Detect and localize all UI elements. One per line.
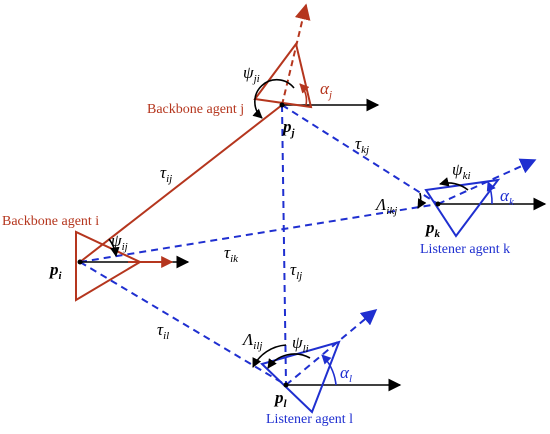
- angle-arc-alpha-j: [299, 83, 310, 106]
- position-label-k: pk: [424, 218, 441, 240]
- link-ij: [79, 104, 283, 263]
- label-tau-ij: τij: [160, 163, 172, 185]
- label-tau-ik: τik: [224, 243, 239, 265]
- agent-k-triangle: [424, 178, 501, 238]
- position-label-i: pi: [48, 260, 63, 282]
- label-tau-il: τil: [157, 320, 169, 342]
- agent-j-triangle: [253, 41, 313, 109]
- angle-arc-lambda-ikj: [417, 192, 427, 209]
- link-il: [79, 261, 287, 386]
- link-kj: [281, 104, 439, 205]
- angle-arc-psi-ij: [108, 238, 120, 257]
- label-psi-ij: ψij: [111, 231, 128, 253]
- point-l: [283, 382, 289, 388]
- agent-l-triangle: [260, 340, 341, 414]
- angle-arc-psi-ji: [252, 78, 295, 119]
- link-lj: [281, 104, 287, 386]
- label-alpha-j: αj: [320, 79, 332, 101]
- angle-arc-psi-ki: [439, 177, 469, 191]
- label-tau-lj: τlj: [290, 260, 302, 282]
- point-i: [77, 259, 83, 265]
- label-lambda-ilj: Λilj: [241, 330, 262, 352]
- label-tau-kj: τkj: [355, 134, 369, 156]
- angle-arc-alpha-k: [486, 181, 496, 205]
- position-label-j: pj: [281, 117, 296, 139]
- label-alpha-l: αl: [340, 363, 352, 385]
- agent-i-triangle: [75, 230, 143, 302]
- point-k: [435, 201, 441, 207]
- point-j: [279, 102, 285, 108]
- link-ik: [79, 203, 439, 263]
- angle-arc-lambda-ilj: [252, 344, 287, 368]
- agent-l-name: Listener agent l: [266, 412, 353, 427]
- angle-arc-alpha-l: [321, 354, 337, 386]
- position-label-l: pl: [273, 388, 288, 410]
- label-lambda-ikj: Λikj: [374, 195, 397, 217]
- label-psi-li: ψli: [292, 333, 309, 355]
- agent-i-name: Backbone agent i: [2, 214, 99, 229]
- label-alpha-k: αk: [500, 186, 515, 208]
- heading-ray-l: [285, 308, 378, 386]
- label-psi-ki: ψki: [452, 160, 471, 182]
- agent-k-name: Listener agent k: [420, 242, 510, 257]
- agent-j-name: Backbone agent j: [147, 102, 244, 117]
- angle-arc-psi-li: [267, 353, 311, 369]
- label-psi-ji: ψji: [243, 63, 260, 85]
- heading-ray-j: [281, 3, 311, 106]
